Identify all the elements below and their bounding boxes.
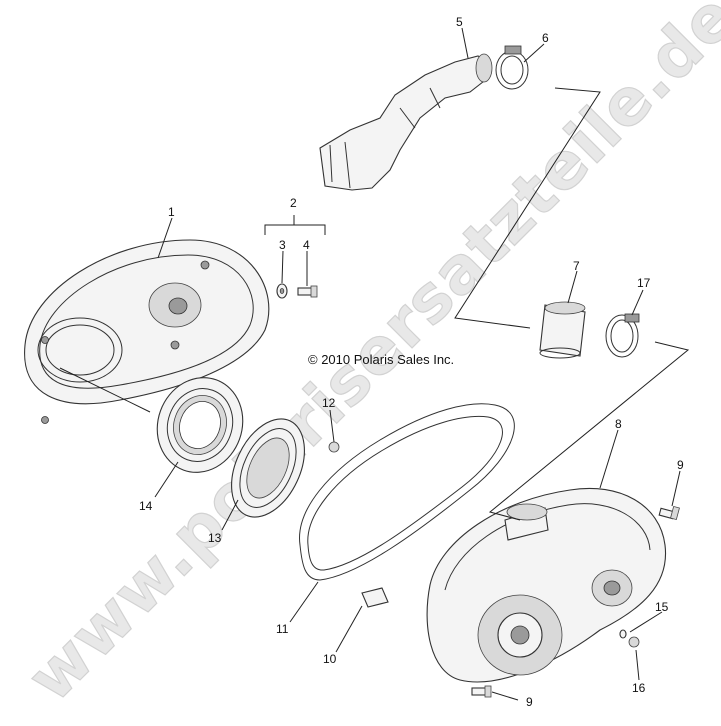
callout-9-upper: 9 xyxy=(677,458,684,472)
part-3-washer xyxy=(276,283,288,299)
part-17-hose-clamp xyxy=(605,313,640,358)
part-15-washer xyxy=(619,629,627,639)
callout-11: 11 xyxy=(276,622,289,636)
callout-10: 10 xyxy=(323,652,337,666)
callout-6: 6 xyxy=(542,31,549,45)
part-10-decal xyxy=(361,587,389,608)
callout-1: 1 xyxy=(168,205,175,219)
copyright-text: © 2010 Polaris Sales Inc. xyxy=(308,352,454,367)
part-9-bolt-upper xyxy=(658,505,680,521)
callout-2: 2 xyxy=(290,196,297,210)
part-8-outer-cover xyxy=(426,487,667,683)
callout-13: 13 xyxy=(208,531,222,545)
callout-8: 8 xyxy=(615,417,622,431)
part-11-drive-belt xyxy=(299,403,515,581)
part-12-nut xyxy=(328,441,340,453)
callout-4: 4 xyxy=(303,238,310,252)
callout-17: 17 xyxy=(637,276,651,290)
callout-12: 12 xyxy=(322,396,336,410)
part-4-bolt xyxy=(297,285,318,298)
callout-9-lower: 9 xyxy=(526,695,533,709)
part-7-sleeve xyxy=(539,301,586,359)
part-6-hose-clamp xyxy=(495,45,529,90)
part-14-seal xyxy=(156,377,244,473)
callout-14: 14 xyxy=(139,499,153,513)
callout-15: 15 xyxy=(655,600,669,614)
leader-lines xyxy=(59,27,690,701)
part-16-nut xyxy=(628,636,640,648)
part-13-plate xyxy=(231,418,305,518)
part-9-bolt-lower xyxy=(471,685,492,698)
callouts: 1 2 3 4 5 6 7 8 9 9 10 11 12 13 14 15 16… xyxy=(139,15,684,709)
part-1-inner-cover xyxy=(24,239,270,424)
callout-16: 16 xyxy=(632,681,646,695)
callout-5: 5 xyxy=(456,15,463,29)
callout-3: 3 xyxy=(279,238,286,252)
callout-7: 7 xyxy=(573,259,580,273)
part-5-air-duct xyxy=(319,53,493,191)
